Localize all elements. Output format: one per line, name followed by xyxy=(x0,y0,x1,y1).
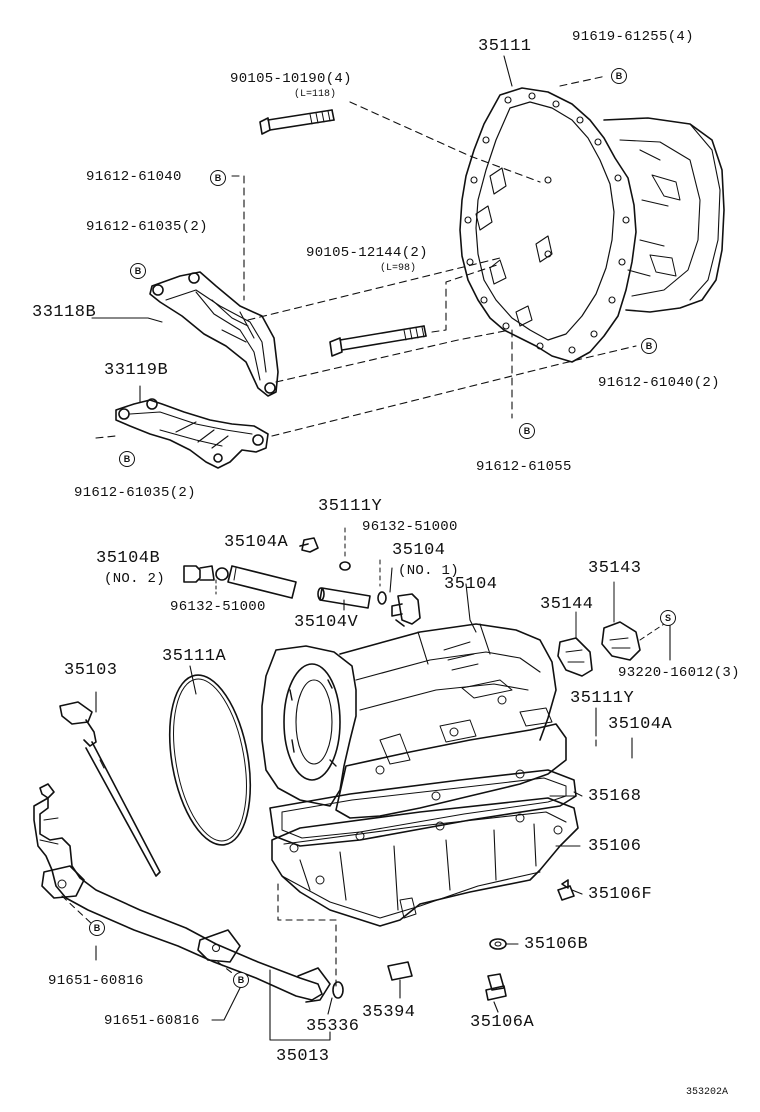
bracket-33119B xyxy=(115,398,269,469)
label-35104-no1: 35104 xyxy=(392,541,446,560)
label-91619-61255: 91619-61255(4) xyxy=(572,29,694,45)
label-no2: (NO. 2) xyxy=(104,571,165,587)
label-35106F: 35106F xyxy=(588,885,653,904)
label-length-98: (L=98) xyxy=(380,263,417,274)
washer-35106B xyxy=(489,938,507,950)
label-96132-51000-top: 96132-51000 xyxy=(362,519,458,535)
label-35168: 35168 xyxy=(588,787,642,806)
label-91651-60816-bottom: 91651-60816 xyxy=(104,1013,200,1029)
breather-plug-35104A xyxy=(299,537,319,553)
drain-plug-35106A xyxy=(485,973,507,1001)
assembly-lines-top xyxy=(95,75,637,439)
marker-s-icon: S xyxy=(660,610,676,626)
plate-35144 xyxy=(557,611,593,677)
label-35103: 35103 xyxy=(64,661,118,680)
plate-35143 xyxy=(601,581,641,661)
figure-code: 353202A xyxy=(686,1087,729,1098)
clip-96132-51000-right xyxy=(377,559,387,605)
marker-b-icon: B xyxy=(641,338,657,354)
oil-pan-35106 xyxy=(271,797,581,927)
label-35106: 35106 xyxy=(588,837,642,856)
label-91612-61035-bottom: 91612-61035(2) xyxy=(74,485,196,501)
bolt-93220-16012 xyxy=(639,623,665,641)
union-35104B xyxy=(183,565,229,595)
marker-b-icon: B xyxy=(519,423,535,439)
label-35111Y-top: 35111Y xyxy=(318,497,383,516)
label-35111A: 35111A xyxy=(162,647,227,666)
gasket-35168 xyxy=(269,769,583,847)
label-35104-case: 35104 xyxy=(444,575,498,594)
marker-b-icon: B xyxy=(611,68,627,84)
label-91612-61040-top: 91612-61040 xyxy=(86,169,182,185)
dipstick-35103 xyxy=(59,701,161,877)
hose-35104V xyxy=(317,587,371,609)
bracket-33118B xyxy=(149,271,279,397)
label-35111: 35111 xyxy=(478,37,532,56)
filler-tube-35013 xyxy=(33,783,344,1003)
label-length-118: (L=118) xyxy=(294,89,337,100)
leader-lines xyxy=(91,55,671,1041)
marker-b-icon: B xyxy=(130,263,146,279)
plug-35106F xyxy=(557,879,575,901)
marker-b-icon: B xyxy=(233,972,249,988)
label-91651-60816-left: 91651-60816 xyxy=(48,973,144,989)
label-33118B: 33118B xyxy=(32,303,97,322)
label-no1: (NO. 1) xyxy=(398,563,459,579)
transmission-case xyxy=(261,623,567,819)
oring-35111A xyxy=(168,674,252,846)
hose-96132-51000-left xyxy=(227,565,297,599)
label-91612-61040-right: 91612-61040(2) xyxy=(598,375,720,391)
label-35143: 35143 xyxy=(588,559,642,578)
label-91612-61035-top: 91612-61035(2) xyxy=(86,219,208,235)
label-35104A-right: 35104A xyxy=(608,715,673,734)
marker-b-icon: B xyxy=(89,920,105,936)
label-91612-61055: 91612-61055 xyxy=(476,459,572,475)
label-90105-12144: 90105-12144(2) xyxy=(306,245,428,261)
label-90105-10190: 90105-10190(4) xyxy=(230,71,352,87)
bolt-90105-12144 xyxy=(329,325,427,357)
label-35013: 35013 xyxy=(276,1047,330,1066)
label-35106A: 35106A xyxy=(470,1013,535,1032)
marker-b-icon: B xyxy=(119,451,135,467)
bell-housing-35111 xyxy=(459,87,725,363)
dashed-lines-lower xyxy=(61,739,597,987)
label-35104A-top: 35104A xyxy=(224,533,289,552)
label-35106B: 35106B xyxy=(524,935,589,954)
label-33119B: 33119B xyxy=(104,361,169,380)
label-35394: 35394 xyxy=(362,1003,416,1022)
bolt-90105-10190 xyxy=(259,109,335,135)
label-35336: 35336 xyxy=(306,1017,360,1036)
label-96132-51000-bottom: 96132-51000 xyxy=(170,599,266,615)
label-35104V: 35104V xyxy=(294,613,359,632)
marker-b-icon: B xyxy=(210,170,226,186)
magnet-35394 xyxy=(387,961,413,981)
label-35144: 35144 xyxy=(540,595,594,614)
oring-35111Y-top xyxy=(339,527,351,571)
union-35104-no1 xyxy=(391,593,421,627)
label-35104B: 35104B xyxy=(96,549,161,568)
label-35111Y-right: 35111Y xyxy=(570,689,635,708)
label-93220-16012: 93220-16012(3) xyxy=(618,665,740,681)
